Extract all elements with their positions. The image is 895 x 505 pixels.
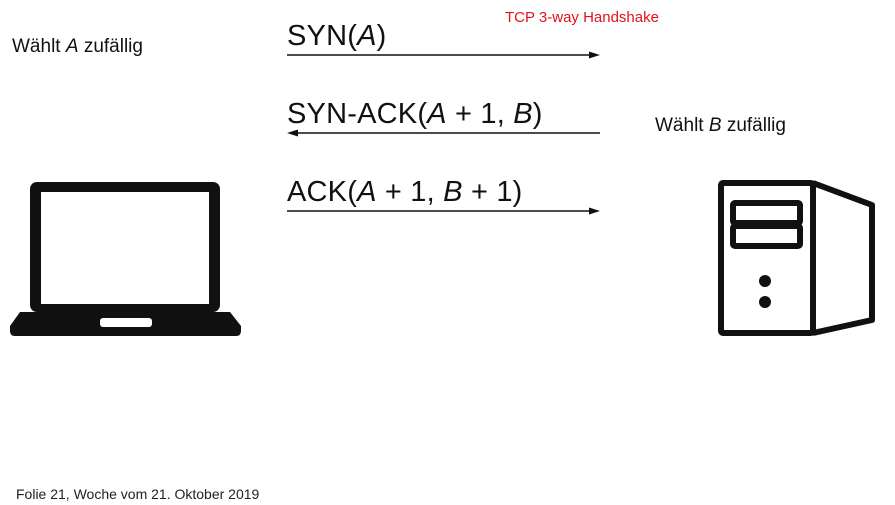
client-label-suffix: zufällig	[78, 36, 143, 57]
message-ack-part: + 1,	[376, 176, 444, 208]
handshake-title: TCP 3-way Handshake	[505, 9, 659, 26]
message-ack-part: B	[443, 176, 463, 208]
laptop-icon	[10, 182, 241, 336]
server-led-icon	[759, 275, 771, 308]
server-label-suffix: zufällig	[721, 115, 786, 136]
client-label-variable: A	[65, 36, 79, 57]
slide-footer: Folie 21, Woche vom 21. Oktober 2019	[16, 486, 260, 502]
message-syn-ack-part: B	[513, 98, 533, 130]
message-ack-part: + 1)	[462, 176, 523, 208]
message-syn-ack-part: A	[427, 98, 447, 130]
server-label: Wählt B zufällig	[655, 115, 786, 137]
message-syn-ack-part: )	[532, 98, 543, 130]
message-syn-part: )	[376, 20, 387, 52]
client-label: Wählt A zufällig	[12, 36, 143, 58]
arrow-syn-ack	[287, 129, 600, 137]
message-ack: ACK(A + 1, B + 1)	[287, 176, 523, 209]
message-syn-ack: SYN-ACK(A + 1, B)	[287, 98, 543, 131]
server-label-prefix: Wählt	[655, 115, 709, 136]
message-syn-part: A	[357, 20, 377, 52]
message-syn-ack-part: + 1,	[446, 98, 514, 130]
message-ack-part: ACK(	[287, 176, 358, 208]
message-syn-part: SYN(	[287, 20, 358, 52]
arrow-syn	[287, 51, 600, 59]
server-label-variable: B	[708, 115, 722, 136]
message-ack-part: A	[357, 176, 377, 208]
message-syn-ack-part: SYN-ACK(	[287, 98, 428, 130]
arrow-ack	[287, 207, 600, 215]
client-label-prefix: Wählt	[12, 36, 66, 57]
message-syn: SYN(A)	[287, 20, 387, 53]
server-tower-icon	[718, 180, 875, 336]
